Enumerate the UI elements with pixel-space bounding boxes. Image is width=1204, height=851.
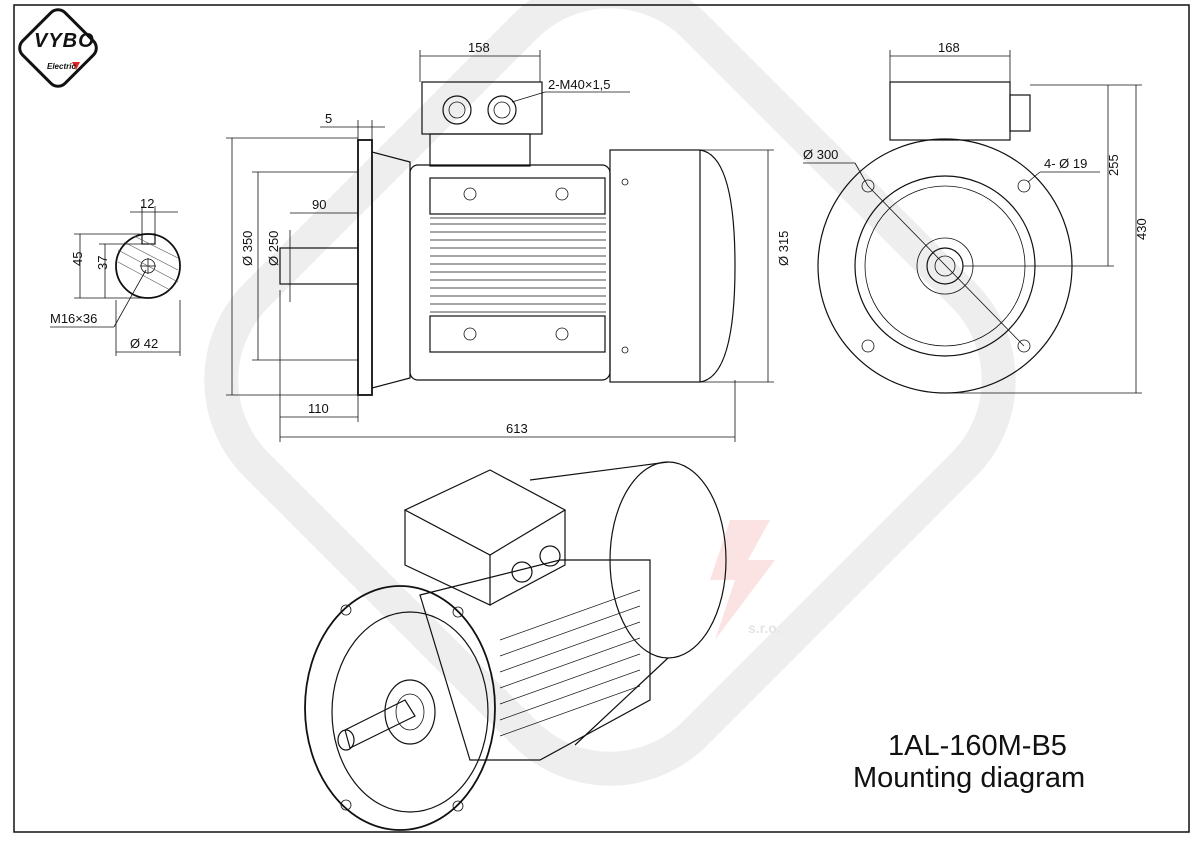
shaft-end-view xyxy=(50,206,181,356)
watermark: s.r.o. xyxy=(204,0,1016,786)
dim-cable-glands: 2-M40×1,5 xyxy=(548,77,611,92)
dim-thread: M16×36 xyxy=(50,311,97,326)
caption-title: Mounting diagram xyxy=(853,762,1086,794)
dim-axis-height: 255 xyxy=(1106,154,1121,176)
sheet-border xyxy=(13,4,1190,833)
logo-sub: Electric xyxy=(47,62,76,71)
dim-height-37: 37 xyxy=(95,256,110,270)
side-view xyxy=(226,50,774,442)
isometric-view xyxy=(304,461,727,831)
dim-flange-thickness: 5 xyxy=(325,111,332,126)
dim-shaft-distance-90: 90 xyxy=(312,197,326,212)
dim-key-width: 12 xyxy=(140,196,154,211)
dim-overall-height: 430 xyxy=(1134,218,1149,240)
dim-shaft-diameter: Ø 42 xyxy=(130,336,158,351)
front-view xyxy=(803,50,1142,394)
logo-brand: VYBO xyxy=(34,30,95,52)
dim-body-diameter: Ø 315 xyxy=(776,231,791,266)
dim-terminal-box-168: 168 xyxy=(938,40,960,55)
logo xyxy=(18,8,98,88)
watermark-sub: s.r.o. xyxy=(748,620,781,636)
dim-flange-diameter: Ø 350 xyxy=(240,231,255,266)
model-title: 1AL-160M-B5 xyxy=(888,730,1067,762)
dim-overall-length: 613 xyxy=(506,421,528,436)
dim-bolt-holes: 4- Ø 19 xyxy=(1044,156,1087,171)
dim-shaft-length-110: 110 xyxy=(308,401,329,416)
dim-height-45: 45 xyxy=(70,252,85,266)
dim-pcd: Ø 300 xyxy=(803,147,838,162)
dim-terminal-box-158: 158 xyxy=(468,40,490,55)
dim-spigot-diameter: Ø 250 xyxy=(266,231,281,266)
logo-bolt-icon xyxy=(72,62,80,70)
